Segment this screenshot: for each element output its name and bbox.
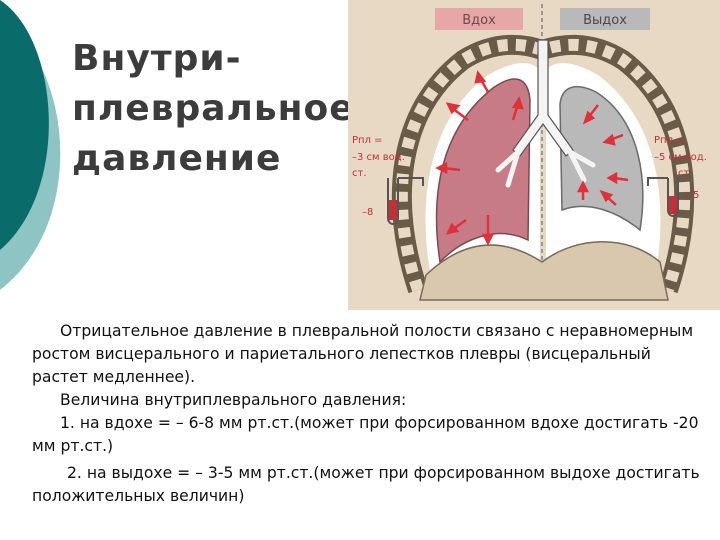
lung-pressure-diagram: Вдох Выдох [348, 0, 720, 310]
exhale-label: Выдох [583, 13, 627, 28]
left-pressure-line: Pпл = [352, 135, 383, 146]
body-paragraph: Величина внутриплеврального давления: [60, 391, 407, 409]
title-line: Внутри- [72, 38, 242, 79]
diaphragm [419, 241, 669, 301]
bronchi [495, 149, 596, 188]
right-pressure-line: ст [678, 168, 689, 179]
inhale-label: Вдох [462, 13, 496, 28]
body-paragraph: 2. на выдохе = – 3-5 мм рт.ст.(может при… [32, 464, 700, 505]
left-manometer [387, 177, 424, 225]
right-pressure-line: Pпл = [654, 135, 685, 146]
right-manometer [647, 177, 679, 217]
right-pressure-line: –5 см вод. [654, 152, 707, 163]
decorative-side-shapes [0, 0, 80, 300]
title-line: давление [72, 138, 282, 179]
left-pressure-line: ст. [352, 168, 367, 179]
slide-title: Внутри- плевральное давление [72, 34, 355, 184]
body-paragraph: 1. на вдохе = – 6-8 мм рт.ст.(может при … [32, 414, 699, 455]
pressure-arrows [435, 70, 629, 246]
title-line: плевральное [72, 88, 355, 129]
left-gauge-value: –8 [362, 207, 373, 218]
left-manometer-fluid [389, 200, 397, 220]
trachea [512, 39, 574, 157]
right-gauge-value: –5 [688, 190, 699, 201]
inhale-header-box [435, 8, 523, 30]
right-lung-exhale [559, 85, 644, 232]
diagram-canvas: Вдох Выдох [348, 0, 720, 310]
slide-body: Отрицательное давление в плевральной пол… [32, 320, 702, 508]
right-manometer-fluid [669, 196, 677, 214]
exhale-header-box [560, 8, 650, 30]
body-paragraph: Отрицательное давление в плевральной пол… [32, 322, 694, 386]
left-pressure-line: –3 см вод. [352, 152, 405, 163]
